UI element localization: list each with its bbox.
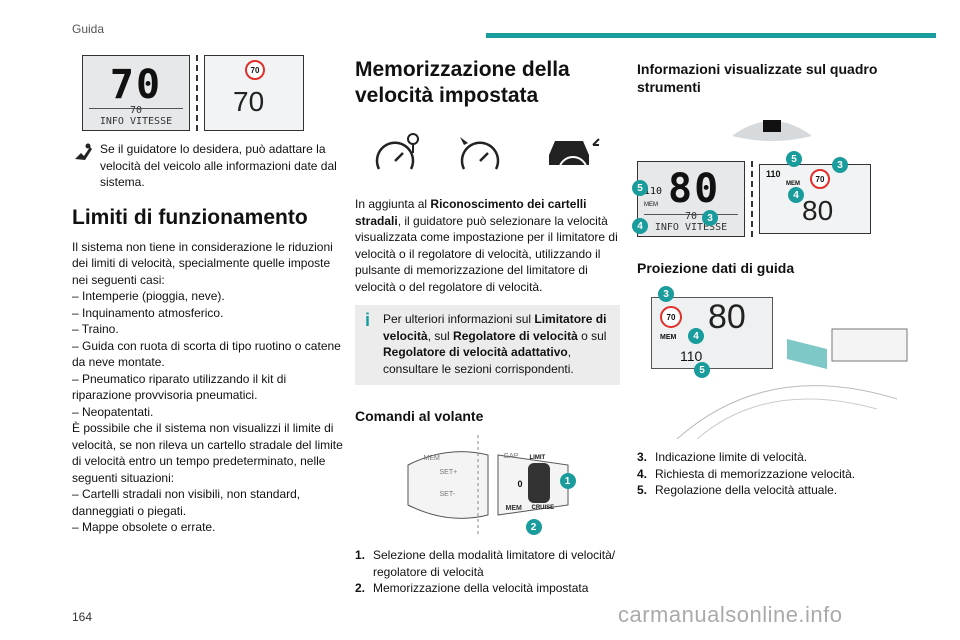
stalk-drawing (407, 435, 568, 535)
callout-1: 1 (559, 473, 576, 489)
memorize-para: In aggiunta al Riconoscimento dei cartel… (355, 197, 618, 294)
subsection-title-controls: Comandi al volante (355, 408, 484, 424)
section-title-memorize: Memorizzazione della velocità impostata (355, 58, 570, 107)
hud-display: 70 80 MEM 110 3 4 5 (651, 286, 773, 378)
panel-speed: 80 (802, 195, 834, 226)
panel-speed: 70 (233, 86, 265, 117)
list-item: 2.Memorizzazione della velocità impostat… (355, 581, 589, 595)
note-text: Se il guidatore lo desidera, può adattar… (100, 142, 337, 189)
page-number: 164 (72, 610, 93, 624)
list-item: – Traino. (72, 322, 119, 336)
divider (751, 161, 753, 237)
limits-intro: Il sistema non tiene in considerazione l… (72, 239, 333, 287)
column-2: Memorizzazione della velocità impostata … (355, 55, 620, 597)
column-1: 70 70 INFO VITESSE 70 70 Se il guidatore… (72, 55, 344, 536)
info-box: i Per ulteriori informazioni sul Limitat… (355, 305, 620, 385)
list-item: 1.Selezione della modalità limitatore di… (355, 548, 616, 579)
steering-stalk-illustration: MEM SET+ SET- GAP LIMIT 0 CRUISE MEM 1 2 (388, 435, 588, 535)
speed-sign-icon: 70 (245, 60, 265, 80)
speed-sign-icon: 70 (660, 306, 682, 328)
digital-panel: 70 70 (204, 55, 304, 131)
driver-note: Se il guidatore lo desidera, può adattar… (72, 141, 344, 191)
list-item: 5.Regolazione della velocità attuale. (637, 483, 838, 497)
callout-2: 2 (525, 519, 542, 535)
section-title-cluster-info: Informazioni visualizzate sul quadro str… (637, 61, 878, 95)
speed-icons-row (355, 131, 620, 176)
list-item: – Intemperie (pioggia, neve). (72, 289, 225, 303)
driver-hand-icon (75, 143, 92, 160)
situations-list: – Cartelli stradali non visibili, non st… (72, 486, 344, 536)
lcd-display: 80 110 MEM 70 INFO VITESSE 5 4 3 (632, 161, 745, 237)
dashboard-icon (732, 120, 812, 141)
limits-para2: È possibile che il sistema non visualizz… (72, 421, 343, 485)
adaptive-cruise-icon (548, 138, 600, 172)
cruise-control-icon (459, 137, 499, 170)
section-title-limits: Limiti di funzionamento (72, 205, 308, 229)
divider (196, 55, 198, 131)
windshield-drawing (676, 328, 908, 439)
hud-illustration: 70 80 MEM 110 3 4 5 (637, 286, 917, 439)
speed-limiter-icon (375, 133, 419, 170)
list-item: 3.Indicazione limite di velocità. (637, 450, 808, 464)
list-item: – Pneumatico riparato utilizzando il kit… (72, 371, 287, 403)
column-3: Informazioni visualizzate sul quadro str… (632, 60, 937, 499)
digital-panel: 110 70 MEM 80 5 3 4 (759, 151, 871, 234)
lcd-display: 70 70 INFO VITESSE (82, 55, 190, 131)
speed-sign-icon: 70 (810, 169, 830, 189)
list-item: 4.Richiesta di memorizzazione velocità. (637, 466, 856, 481)
list-item: – Cartelli stradali non visibili, non st… (72, 487, 301, 518)
cluster-display-illustration: 80 110 MEM 70 INFO VITESSE 5 4 3 110 70 … (632, 151, 937, 237)
list-item: – Mappe obsolete o errate. (72, 520, 216, 534)
controls-list: 1.Selezione della modalità limitatore di… (355, 547, 620, 597)
lcd-speed: 70 (109, 62, 163, 108)
list-item: – Neopatentati. (72, 404, 154, 419)
list-item: – Inquinamento atmosferico. (72, 305, 224, 320)
watermark: carmanualsonline.info (618, 602, 843, 627)
lcd-small-text: 70 INFO VITESSE (99, 105, 173, 127)
header-title: Guida (72, 22, 105, 36)
lcd-speed: 80 (668, 166, 721, 212)
info-icon: i (365, 310, 371, 330)
subsection-title-hud: Proiezione dati di guida (637, 260, 795, 276)
header-accent-bar (486, 33, 936, 38)
cluster-illustration: 70 70 INFO VITESSE 70 70 (82, 55, 344, 131)
limits-list: – Intemperie (pioggia, neve). – Inquinam… (72, 288, 344, 420)
info-text: Per ulteriori informazioni sul Limitator… (383, 312, 607, 376)
list-item: – Guida con ruota di scorta di tipo ruot… (72, 338, 341, 370)
lcd-small-text: 70 INFO VITESSE (654, 211, 728, 233)
hud-list: 3.Indicazione limite di velocità. 4.Rich… (637, 449, 937, 499)
